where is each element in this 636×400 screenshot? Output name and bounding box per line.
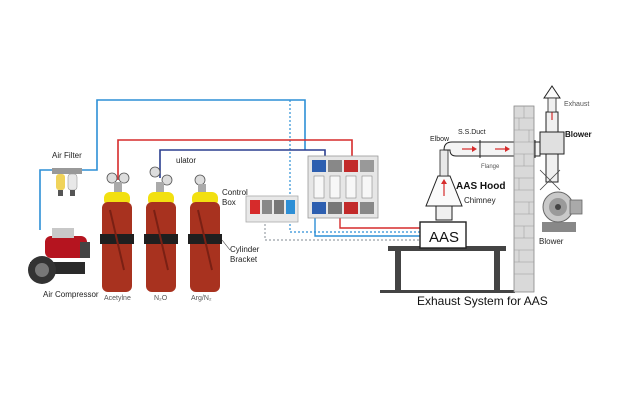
air-filter-icon	[52, 168, 82, 196]
blower-top-label: Blower	[565, 130, 592, 139]
acetylene-line-red	[117, 139, 353, 180]
cylinder-n2o	[144, 192, 178, 292]
gas-cylinders	[100, 192, 222, 292]
exhaust-stack	[539, 85, 565, 191]
n2o-line-navy	[159, 149, 326, 178]
flowmeter-panel	[307, 155, 379, 219]
control-box-small	[245, 195, 299, 223]
line-to-aas-red	[339, 216, 420, 229]
control-box-label-1: Control	[222, 188, 248, 197]
regulator-1	[106, 172, 130, 192]
air-compressor-label: Air Compressor	[43, 290, 99, 299]
cylinder-3-label: Arg/N₂	[191, 295, 212, 302]
blower-label: Blower	[539, 237, 564, 246]
cylinder-bracket-label-2: Bracket	[230, 255, 258, 264]
diagram-title: Exhaust System for AAS	[417, 294, 548, 308]
air-filter-label: Air Filter	[52, 151, 82, 160]
regulator-label: ulator	[176, 156, 196, 165]
control-box-label-2: Box	[222, 198, 236, 207]
chimney-label: Chimney	[464, 196, 496, 205]
gas-lines	[39, 99, 455, 241]
line-to-aas-grey	[264, 224, 420, 241]
flange-label: Flange	[481, 164, 500, 170]
brick-wall	[513, 105, 535, 293]
aas-instrument	[419, 221, 467, 249]
bracket-pointer	[221, 239, 231, 251]
air-compressor-icon	[28, 228, 90, 284]
blower-fan-icon	[542, 191, 583, 232]
aas-label: AAS	[429, 229, 459, 246]
elbow-label: Elbow	[430, 136, 450, 143]
regulator-icons	[106, 166, 206, 194]
line-to-aas-blue	[314, 216, 420, 237]
cylinder-acetylene	[100, 192, 134, 292]
fume-hood-icon	[425, 149, 463, 221]
air-line-blue-2	[289, 100, 455, 233]
ss-duct-label: S.S.Duct	[458, 129, 486, 136]
cylinder-1-label: Acetylne	[104, 295, 131, 302]
cylinder-arg-n2	[188, 192, 222, 292]
air-line-blue	[39, 99, 306, 230]
cylinder-bracket-label-1: Cylinder	[230, 245, 260, 254]
regulator-2	[149, 166, 173, 192]
aas-table	[380, 246, 515, 293]
regulator-3	[194, 174, 206, 194]
exhaust-label: Exhaust	[564, 101, 589, 108]
aas-hood-label: AAS Hood	[456, 181, 505, 192]
cylinder-2-label: N₂O	[154, 295, 168, 302]
